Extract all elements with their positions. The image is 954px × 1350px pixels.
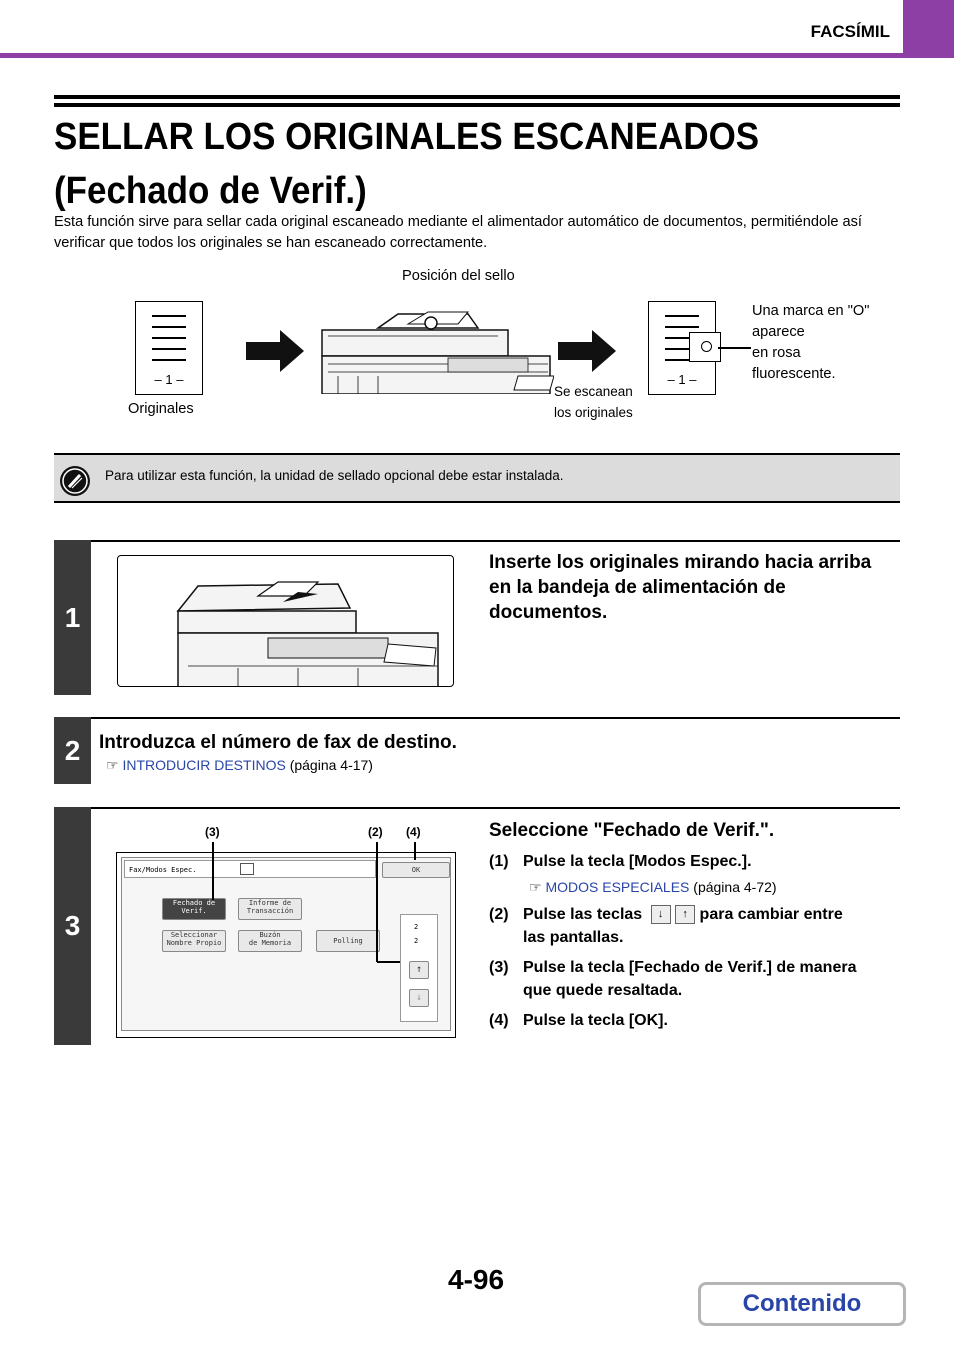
step1-illustration — [117, 555, 454, 687]
buzon-memoria-button[interactable]: Buzón de Memoria — [238, 930, 302, 952]
substep-4: (4) Pulse la tecla [OK]. — [489, 1012, 668, 1029]
page-marker: – 1 – — [154, 372, 184, 387]
pointing-hand-icon: ☞ — [529, 879, 542, 895]
original-document-figure: – 1 – — [135, 301, 203, 395]
mark-description: Una marca en "O" aparece en rosa fluores… — [752, 303, 870, 382]
scanned-label: Se escanean los originales — [554, 384, 633, 420]
page-marker: – 1 – — [667, 372, 697, 387]
note-text: Para utilizar esta función, la unidad de… — [105, 468, 564, 483]
title-rule-bottom — [54, 103, 900, 107]
ok-button[interactable]: OK — [382, 862, 450, 878]
page-number: 4-96 — [448, 1264, 505, 1295]
page-title-line2: (Fechado de Verif.) — [54, 170, 367, 212]
copier-illustration — [321, 311, 554, 394]
substep-2: (2) Pulse las teclas ↓ ↑ para cambiar en… — [489, 905, 843, 946]
lcd-screen-illustration: Fax/Modos Espec. OK Fechado de Verif. In… — [116, 852, 456, 1038]
polling-button[interactable]: Polling — [316, 930, 380, 952]
step3-rule — [91, 807, 900, 809]
arrow-right-icon — [558, 330, 616, 372]
modos-especiales-link[interactable]: MODOS ESPECIALES — [545, 879, 690, 895]
stamp-position-label: Posición del sello — [402, 268, 515, 284]
up-key-icon: ↑ — [675, 905, 696, 925]
intro-paragraph: Esta función sirve para sellar cada orig… — [54, 214, 862, 251]
substep-3: (3) Pulse la tecla [Fechado de Verif.] d… — [489, 959, 857, 999]
stamp-circle-icon — [701, 341, 712, 352]
step2-reference: ☞ INTRODUCIR DESTINOS (página 4-17) — [106, 757, 373, 773]
step2-heading: Introduzca el número de fax de destino. — [99, 732, 457, 753]
arrow-right-icon — [246, 330, 304, 372]
page-title-line1: SELLAR LOS ORIGINALES ESCANEADOS — [54, 116, 760, 158]
stamped-document-figure: – 1 – — [648, 301, 721, 395]
step2-rule — [91, 717, 900, 719]
callout-4: (4) — [406, 825, 421, 839]
step2-number: 2 — [54, 717, 91, 784]
step3-heading: Seleccione "Fechado de Verif.". — [489, 820, 775, 841]
step3-number: 3 — [54, 807, 91, 1045]
fechado-verif-button[interactable]: Fechado de Verif. — [162, 898, 226, 920]
pencil-note-icon — [60, 466, 90, 496]
down-key-icon: ↓ — [650, 905, 671, 925]
page-scroll-panel: 2 2 ↑ ↓ — [400, 914, 438, 1022]
callout-3: (3) — [205, 825, 220, 839]
informe-transaccion-button[interactable]: Informe de Transacción — [238, 898, 302, 920]
scroll-up-icon[interactable]: ↑ — [409, 961, 429, 979]
substep-1: (1) Pulse la tecla [Modos Espec.]. ☞ MOD… — [489, 851, 899, 901]
scroll-down-icon[interactable]: ↓ — [409, 989, 429, 1007]
step1-number: 1 — [54, 540, 91, 695]
seleccionar-nombre-button[interactable]: Seleccionar Nombre Propio — [162, 930, 226, 952]
callout-2: (2) — [368, 825, 383, 839]
callout-lines — [212, 842, 416, 963]
substep-1-reference: ☞ MODOS ESPECIALES (página 4-72) — [529, 879, 777, 895]
step1-heading: Inserte los originales mirando hacia arr… — [489, 552, 872, 623]
header-rule — [0, 53, 954, 58]
originals-label: Originales — [128, 401, 194, 417]
step1-rule — [91, 540, 900, 542]
document-icon — [240, 863, 254, 875]
pointing-hand-icon: ☞ — [106, 757, 119, 773]
introducir-destinos-link[interactable]: INTRODUCIR DESTINOS — [122, 757, 286, 773]
callout-line — [718, 347, 751, 349]
contents-button[interactable]: Contenido — [698, 1282, 906, 1326]
title-rule-top — [54, 95, 900, 99]
header-tab — [903, 0, 954, 58]
stamp-area — [689, 332, 721, 362]
note-box — [54, 453, 900, 503]
page-title: SELLAR LOS ORIGINALES ESCANEADOS (Fechad… — [54, 110, 832, 218]
section-label: FACSÍMIL — [810, 22, 890, 41]
